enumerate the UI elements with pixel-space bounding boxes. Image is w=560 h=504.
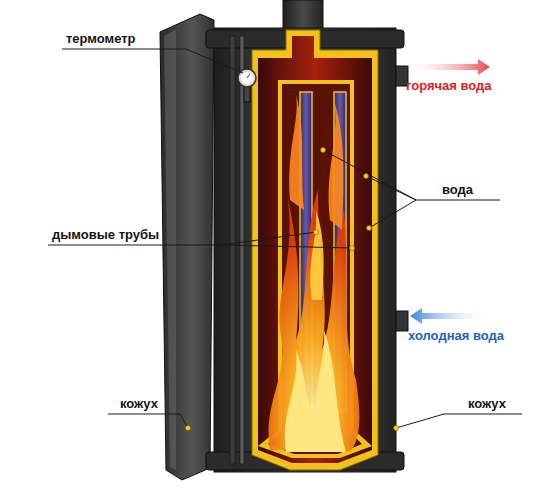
water-label: вода	[442, 182, 473, 197]
leader-dots	[186, 148, 399, 431]
water	[258, 36, 372, 463]
firebox	[268, 84, 362, 454]
cold-flow-arrow	[410, 308, 490, 324]
flames	[269, 95, 360, 452]
casing-label: кожух	[120, 396, 158, 411]
thermometer-label: термометр	[66, 31, 136, 46]
leader-lines	[48, 49, 522, 428]
casing-label: кожух	[468, 396, 506, 411]
casing-panel	[160, 14, 214, 480]
cold-water-label: холодная вода	[408, 328, 504, 343]
hot-flow-arrow	[404, 59, 490, 75]
tank-body	[214, 28, 396, 472]
smoke-tubes-label: дымовые трубы	[52, 227, 159, 242]
hot-water-label: горячая вода	[406, 78, 492, 93]
